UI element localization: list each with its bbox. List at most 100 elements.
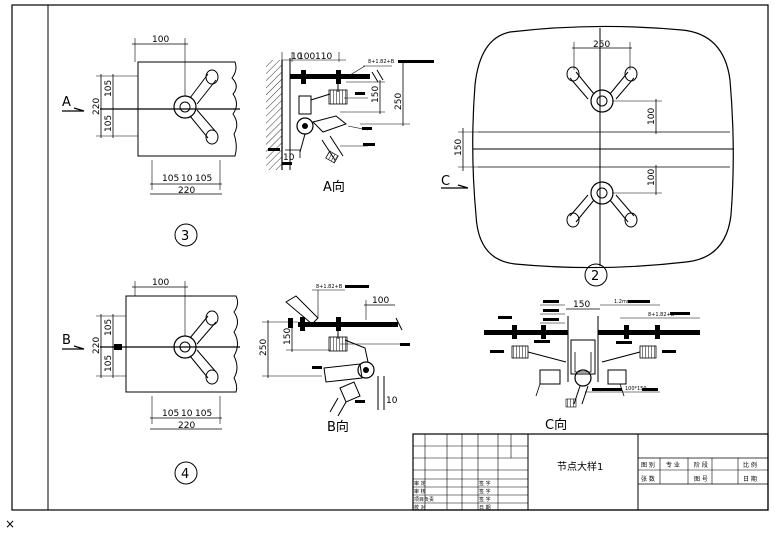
- detail-3-plate: 100 220 105 105 105 10 105 220 A 3: [62, 35, 240, 247]
- detail-c-view: 1.2mm 8+1.82+B 100*150 150 C向: [484, 299, 700, 433]
- dim-height-total: 220: [92, 337, 102, 354]
- tb-right-mid-3: 日 期: [743, 475, 757, 483]
- dim-height-1: 105: [104, 80, 114, 97]
- arm-lower: [189, 349, 217, 379]
- dim-bottom-2: 105: [195, 409, 212, 419]
- detail-number-circle: [584, 263, 608, 287]
- section-arrow-b: [62, 345, 85, 350]
- dim-height-2: 105: [104, 355, 114, 372]
- center-bolt-hole: [179, 101, 191, 113]
- tb-role-2: 审 核: [414, 488, 426, 495]
- section-mark-a: A: [62, 95, 71, 110]
- glass-pane-left: [484, 330, 568, 335]
- arm-upper-end: [205, 310, 219, 326]
- tb-sign-1: 签 字: [479, 480, 491, 487]
- note-top: 1.2mm: [614, 299, 632, 305]
- tb-role-4: 校 对: [414, 504, 426, 511]
- spider-fitting: [328, 89, 348, 105]
- dim-bottom-mid: 10: [181, 409, 193, 419]
- detail-b-view: 8+1.82+B 250 150 100 10 B向: [259, 284, 410, 435]
- detail-number-circle: [174, 461, 198, 485]
- tb-sign-4: 日 期: [479, 505, 491, 511]
- note-plate: 8+1.82+B: [648, 312, 675, 318]
- dim-top: 100: [152, 35, 169, 45]
- tb-role-3: 项目负责: [414, 496, 434, 503]
- dim-150: 150: [573, 300, 590, 310]
- title-block: 审 定 审 核 项目负责 校 对 签 字 签 字 签 字 日 期 节点大样1 图…: [412, 433, 769, 511]
- note-plate: 8+1.82+B: [316, 284, 343, 290]
- dim-250: 250: [394, 93, 404, 110]
- tb-sign-3: 签 字: [479, 496, 491, 503]
- note-plate: 8+1.82+B: [368, 59, 395, 65]
- dim-250: 250: [259, 339, 269, 356]
- dim-bottom-1: 105: [162, 174, 179, 184]
- dim-bottom-total: 220: [178, 421, 195, 431]
- rod-end: [323, 363, 363, 383]
- center-bolt-ring: [173, 95, 197, 119]
- note-bottom: 100*150: [625, 386, 647, 392]
- dim-100: 100: [372, 296, 389, 306]
- arm-upper: [189, 73, 217, 105]
- section-arrow-c: [441, 184, 469, 189]
- dim-bottom-mid: 10: [181, 174, 193, 184]
- glass-pane: [290, 74, 370, 79]
- tb-sign-2: 签 字: [479, 488, 491, 495]
- dim-height-total: 220: [92, 98, 102, 115]
- center-bolt-hole: [179, 341, 191, 353]
- bolt-2: [336, 70, 341, 84]
- drawing-title: 节点大样1: [557, 460, 603, 473]
- detail-number-circle: [174, 223, 198, 247]
- corner-mark: ×: [5, 517, 15, 531]
- arm-upper-end: [205, 69, 219, 85]
- section-arrow-a: [62, 107, 85, 112]
- section-mark-b: B: [62, 333, 71, 348]
- detail-2-glass-panel: 250 100 100 150 C 2: [441, 25, 734, 287]
- plate-outline: [125, 295, 239, 393]
- dim-height-2: 105: [104, 115, 114, 132]
- tb-right-mid-2: 图 号: [694, 476, 708, 483]
- panel-outline: [472, 25, 734, 269]
- detail-number: 4: [181, 467, 189, 482]
- dim-top: 100: [152, 278, 169, 288]
- dim-bottom-2: 105: [195, 174, 212, 184]
- dim-110: 110: [315, 52, 332, 62]
- dim-left: 150: [454, 139, 464, 156]
- arm-lower-end: [205, 129, 219, 145]
- dim-height-1: 105: [104, 319, 114, 336]
- arm-upper: [189, 315, 217, 345]
- dim-right-lower: 100: [647, 169, 657, 186]
- dim-100: 100: [298, 52, 315, 62]
- tb-right-top-1: 图 别: [641, 461, 655, 469]
- bolt-1: [301, 70, 306, 84]
- dim-10: 10: [386, 396, 398, 406]
- tb-right-top-3: 阶 段: [694, 461, 708, 469]
- view-caption: B向: [327, 419, 349, 435]
- outer-frame: [11, 4, 769, 511]
- tb-right-top-4: 比 例: [743, 461, 757, 469]
- view-caption: A向: [323, 179, 345, 195]
- arm-lower-end: [205, 369, 219, 385]
- detail-a-view: 8+1.82+B 10 100 110 150 250 10 A向: [266, 52, 434, 195]
- center-pin: [574, 369, 592, 387]
- dim-150: 150: [283, 328, 293, 345]
- lower-fitting-ring: [590, 181, 614, 205]
- dim-10-left: 10: [291, 52, 303, 62]
- plate-outline: [137, 61, 238, 157]
- upper-fitting-ring: [590, 89, 614, 113]
- rod-end: [312, 115, 348, 133]
- glass-pane-right: [598, 330, 700, 335]
- pin-joint: [357, 361, 375, 379]
- dim-right-upper: 100: [647, 108, 657, 125]
- detail-number: 3: [181, 229, 189, 244]
- section-mark-c: C: [441, 174, 450, 189]
- detail-number: 2: [591, 269, 599, 284]
- tb-right-mid-1: 张 数: [641, 475, 655, 483]
- dim-150: 150: [371, 86, 381, 103]
- center-channel: [570, 339, 596, 375]
- dim-10-bottom: 10: [283, 153, 295, 163]
- arm-lower: [189, 109, 217, 139]
- dim-top: 250: [593, 40, 610, 50]
- view-caption: C向: [545, 417, 567, 433]
- tb-role-1: 审 定: [414, 480, 426, 487]
